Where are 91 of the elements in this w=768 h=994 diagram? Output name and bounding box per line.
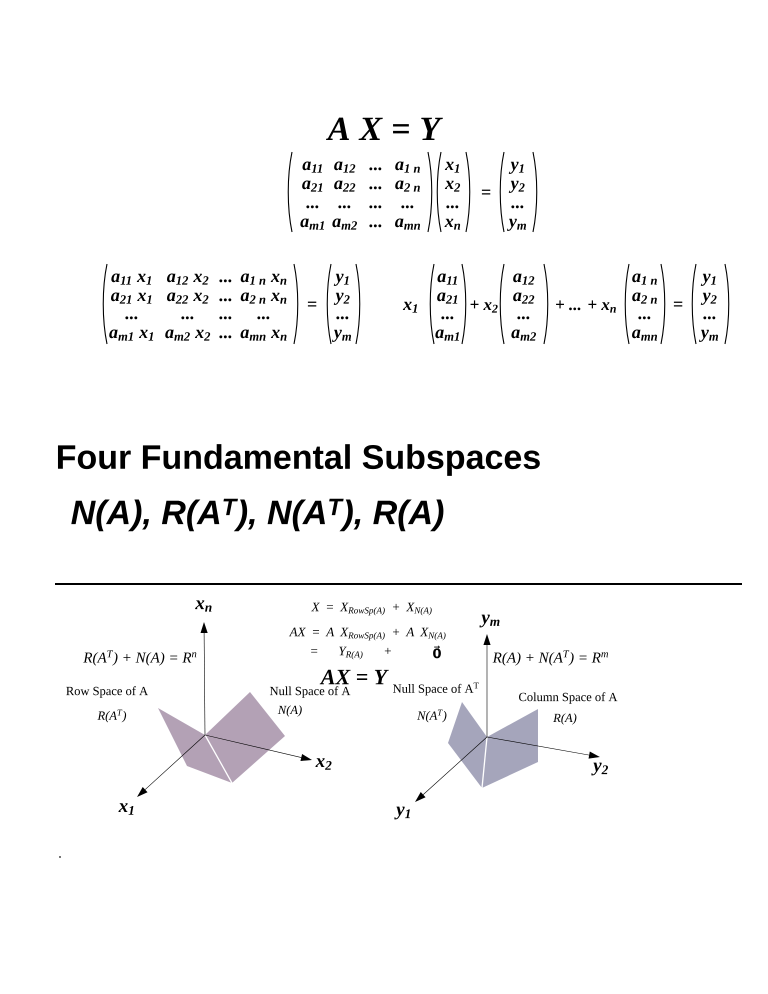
plane-caption: Column Space of A [519,692,618,704]
equation: = Y$_{R(A)}$ + [311,646,391,660]
vector-entry: ... [441,316,454,320]
matrix-entry: a$_{11}$ [302,162,322,173]
matrix-entry: ... [401,205,414,208]
equation: AX = Y [320,670,389,684]
vector-entry: ... [638,316,650,320]
matrix-entry: a$_{1 n}$ x$_{n}$ [240,274,286,285]
plane-caption: Null Space of A$^{T}$ [393,682,479,696]
plane-caption: Null Space of A [270,686,350,698]
vector-entry: ... [517,316,530,320]
zero-vector: 0⃗ [433,646,441,658]
vector-entry: y$_{1}$ [508,162,524,174]
vector-entry: y$_{m}$ [332,330,352,342]
matrix-entry: ... [369,167,382,170]
vector-entry: y$_{2}$ [334,292,350,305]
equation: R(A) + N(A$^{T}$) = R$^{m}$ [492,650,608,666]
math-term: x$_{1}$ [402,302,418,313]
vector-entry: a$_{22}$ [513,292,534,304]
matrix-entry: ... [257,316,270,320]
matrix-entry: a$_{22}$ [334,180,356,192]
equation: A X = Y [326,118,443,140]
vector-entry: y$_{2}$ [508,180,525,193]
matrix-entry: ... [369,186,382,190]
matrix-entry: ... [219,298,232,302]
equals-sign: = [308,302,316,306]
matrix-entry: a$_{2 n}$ x$_{n}$ [240,292,286,304]
matrix-entry: ... [219,335,232,338]
equals-sign: = [482,190,490,194]
matrix-entry: ... [125,316,138,320]
vector-entry: a$_{m1}$ [435,330,460,341]
vector-entry: ... [336,316,348,320]
equals-sign: = [674,302,682,306]
plane-shape [481,709,538,788]
plane-caption: Row Space of A [66,686,148,698]
equation: X = X$_{RowSp(A)}$ + X$_{N(A)}$ [311,602,432,616]
subheading: N(A), R(A$^{T}$), N(A$^{T}$), R(A) [71,498,444,532]
vector-entry: a$_{2 n}$ [632,292,657,304]
vector-entry: x$_{2}$ [444,180,460,192]
vector-entry: y$_{1}$ [334,274,349,286]
matrix-entry: ... [369,224,382,228]
equation: AX = A X$_{RowSp(A)}$ + A X$_{N(A)}$ [288,628,446,640]
vector-entry: a$_{m2}$ [511,330,536,341]
vector-entry: a$_{mn}$ [632,330,658,341]
plane-caption: R(A$^{T}$) [97,710,126,722]
matrix-entry: a$_{m1}$ x$_{1}$ [109,330,154,341]
matrix-entry: ... [219,279,232,282]
matrix-entry: a$_{12}$ x$_{2}$ [167,274,208,285]
matrix-entry: ... [338,205,350,208]
matrix-entry: a$_{m2}$ [332,218,357,230]
matrix-entry: a$_{22}$ x$_{2}$ [167,292,208,304]
matrix-entry: ... [306,205,318,208]
vector-entry: a$_{1 n}$ [632,274,657,285]
matrix-entry: a$_{12}$ [334,162,356,173]
vector-entry: x$_{1}$ [444,162,460,173]
equation: R(A$^{T}$) + N(A) = R$^{n}$ [83,650,196,666]
axis-label: x$_{n}$ [195,600,212,612]
matrix-entry: a$_{m2}$ x$_{2}$ [165,330,210,341]
vector-entry: y$_{1}$ [700,274,716,286]
math-term: + x$_{2}$ [470,300,498,313]
vector-entry: ... [511,205,524,208]
heading: Four Fundamental Subspaces [58,444,540,476]
matrix-entry: a$_{11}$ x$_{1}$ [111,274,152,285]
matrix-entry: a$_{2 n}$ [395,180,420,192]
matrix-entry: a$_{m1}$ [300,218,324,230]
plane-shape [158,708,232,783]
plane-caption: R(A) [553,713,576,725]
matrix-entry: ... [369,205,382,208]
vector-entry: x$_{n}$ [444,218,460,230]
axis-label: y$_{1}$ [394,806,410,820]
plane-caption: N(A) [278,705,302,717]
matrix-entry: ... [219,316,232,320]
vector-entry: y$_{m}$ [699,330,718,342]
vector-entry: a$_{11}$ [438,274,457,285]
matrix-entry: a$_{21}$ [302,180,322,192]
vector-entry: ... [703,316,716,320]
matrix-entry: a$_{mn}$ [395,218,420,230]
vector-entry: ... [446,205,458,208]
vector-entry: a$_{12}$ [513,274,534,285]
axis-label: y$_{m}$ [479,614,500,628]
plane-shape [448,702,487,788]
matrix-entry: a$_{21}$ x$_{1}$ [111,292,152,304]
matrix-entry: a$_{mn}$ x$_{n}$ [240,330,287,341]
vector-entry: y$_{m}$ [507,218,526,231]
vector-entry: y$_{2}$ [700,292,717,305]
period-mark: . [59,856,61,858]
math-term: + ... + x$_{n}$ [556,300,616,313]
vector-entry: a$_{21}$ [437,292,458,304]
matrix-entry: a$_{1 n}$ [395,162,420,173]
plane-caption: N(A$^{T}$) [417,710,446,722]
matrix-entry: ... [181,316,194,320]
